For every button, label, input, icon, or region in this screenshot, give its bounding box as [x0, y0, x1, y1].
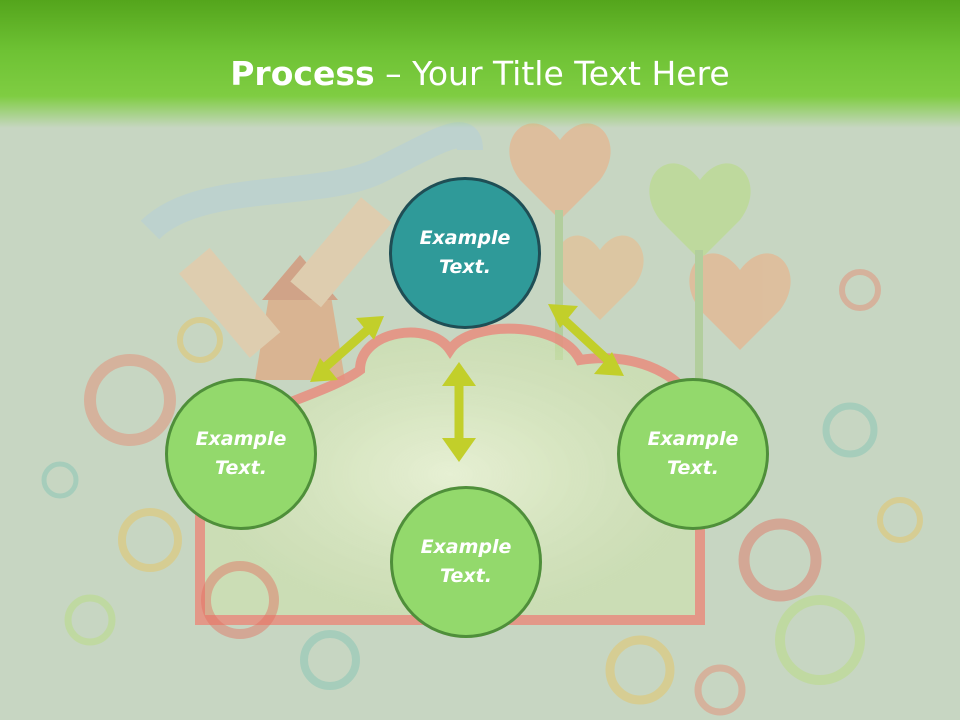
title-rest: Your Title Text Here: [412, 54, 730, 93]
double-arrow-icon: [548, 304, 624, 376]
title-bar: Process – Your Title Text Here: [0, 0, 960, 128]
process-node-bottom[interactable]: Example Text.: [390, 486, 542, 638]
node-label: Example Text.: [195, 428, 287, 479]
windmill-illustration: [179, 197, 392, 380]
title-dash: –: [374, 54, 413, 93]
double-arrow-icon: [442, 362, 476, 462]
heart-trees-illustration: [509, 123, 791, 390]
process-node-right[interactable]: Example Text.: [617, 378, 769, 530]
node-label: Example Text.: [420, 536, 512, 587]
process-node-top[interactable]: Example Text.: [389, 177, 541, 329]
double-arrow-icon: [310, 316, 384, 382]
node-label: Example Text.: [419, 227, 511, 278]
process-node-left[interactable]: Example Text.: [165, 378, 317, 530]
slide-title: Process – Your Title Text Here: [0, 52, 960, 96]
node-label: Example Text.: [647, 428, 739, 479]
bubbles-illustration: [41, 269, 923, 716]
title-bold: Process: [230, 54, 375, 93]
